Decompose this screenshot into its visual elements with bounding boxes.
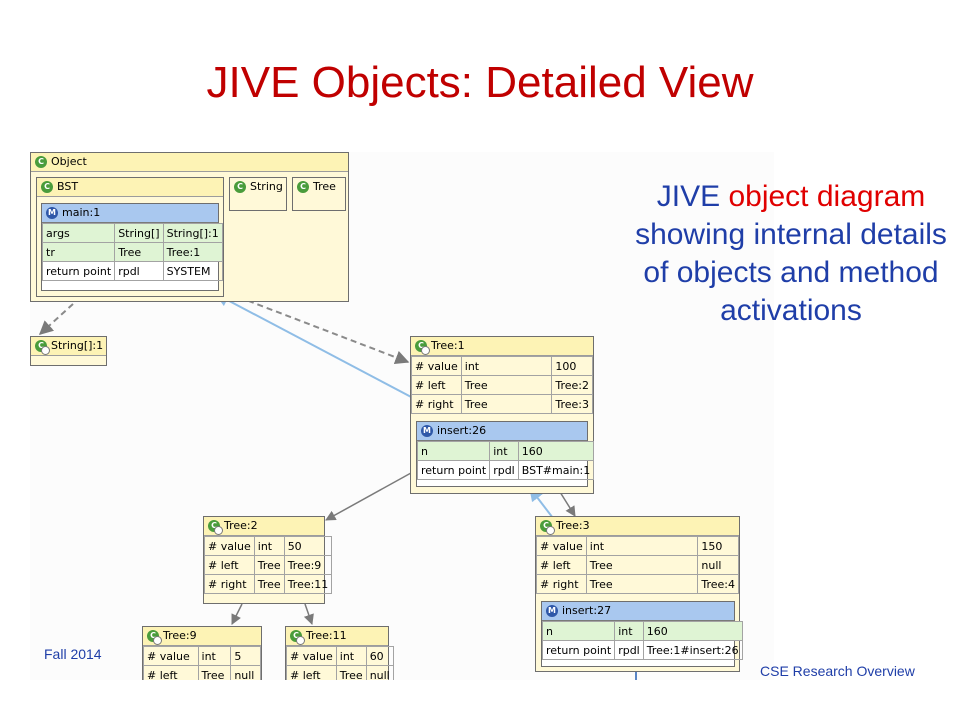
edge-return-insert26 (214, 293, 433, 409)
tree2-title: Tree:2 (224, 519, 258, 532)
class-c-icon: C (234, 181, 246, 193)
class-c-icon: C (297, 181, 309, 193)
tree-class[interactable]: C Tree (292, 177, 346, 211)
insert27-title: insert:27 (562, 604, 612, 617)
string-array-label: String[]:1 (51, 339, 104, 352)
diagram-edges (38, 289, 637, 680)
edge-tree2-left (231, 603, 243, 625)
instance-icon (153, 636, 162, 645)
description-highlight: object (728, 180, 809, 213)
instance-icon (546, 526, 555, 535)
class-c-icon: C (41, 181, 53, 193)
edge-tree1-right (559, 491, 576, 517)
edge-tree1-left (325, 467, 421, 521)
bst-label: BST (57, 180, 79, 193)
object-container-label: Object (51, 155, 87, 168)
footer-date: Fall 2014 (44, 646, 102, 662)
edge-main-tr (219, 289, 410, 365)
tree3-title: Tree:3 (556, 519, 590, 532)
insert26-title: insert:26 (437, 424, 487, 437)
method-m-icon: M (421, 425, 433, 437)
class-c-icon: C (35, 156, 47, 168)
description-text: JIVE object diagram showing internal det… (632, 178, 950, 330)
edge-main-args (38, 303, 74, 335)
method-m-icon: M (546, 605, 558, 617)
string-class[interactable]: C String (229, 177, 287, 211)
description-word: JIVE (656, 180, 721, 213)
footer-course: CSE Research Overview (760, 663, 915, 679)
string-class-label: String (250, 180, 283, 193)
instance-icon (41, 346, 50, 355)
tree-class-label: Tree (313, 180, 336, 193)
description-rest: showing internal details of objects and … (635, 218, 947, 327)
edge-tree2-right (303, 603, 314, 625)
tree9-title: Tree:9 (163, 629, 197, 642)
description-highlight: diagram (816, 180, 926, 213)
tree1-title: Tree:1 (431, 339, 465, 352)
instance-icon (214, 526, 223, 535)
method-m-icon: M (46, 207, 58, 219)
instance-icon (296, 636, 305, 645)
slide-title: JIVE Objects: Detailed View (206, 58, 754, 107)
tree11-title: Tree:11 (306, 629, 347, 642)
main-frame-title: main:1 (62, 206, 101, 219)
instance-icon (421, 346, 430, 355)
